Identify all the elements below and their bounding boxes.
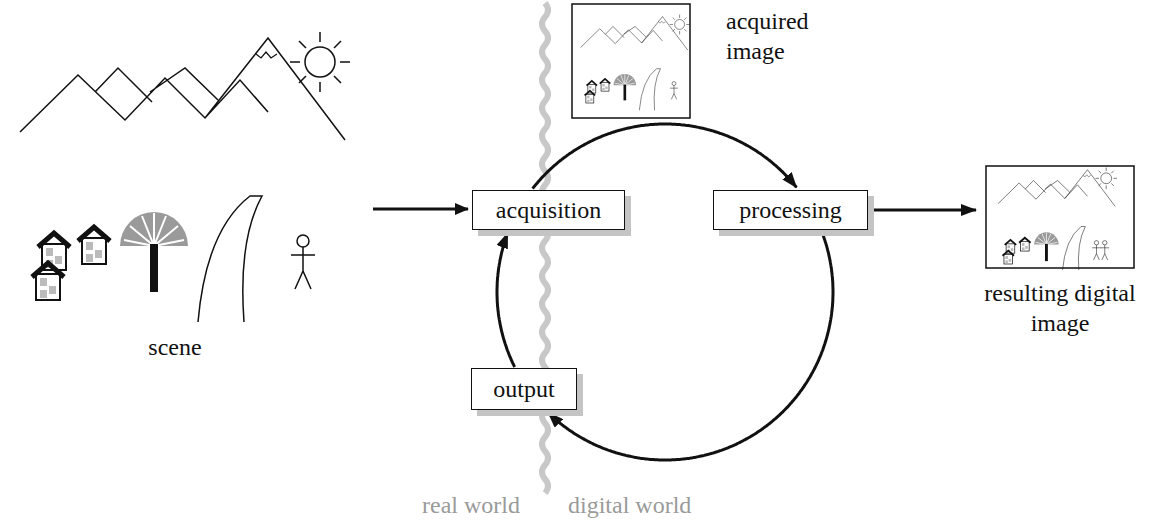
image-frame-outline [984,164,1136,270]
cycle-arrow [497,233,515,367]
image-frame: resulting digital image [978,160,1142,370]
process-box: processing [713,190,868,230]
process-box: output [471,368,577,410]
image-label: acquired image [726,6,836,66]
process-box: acquisition [472,190,625,230]
cycle-arrow [548,232,833,460]
box-label: processing [739,196,842,225]
region-label: real world [380,490,520,520]
image-caption: resulting digital image [978,278,1142,338]
scene-label: scene [130,332,220,362]
flow-arrow [870,209,976,212]
box-label: acquisition [496,196,601,225]
cycle-arrow [533,124,797,189]
box-label: output [493,375,554,404]
region-label: digital world [568,490,728,520]
